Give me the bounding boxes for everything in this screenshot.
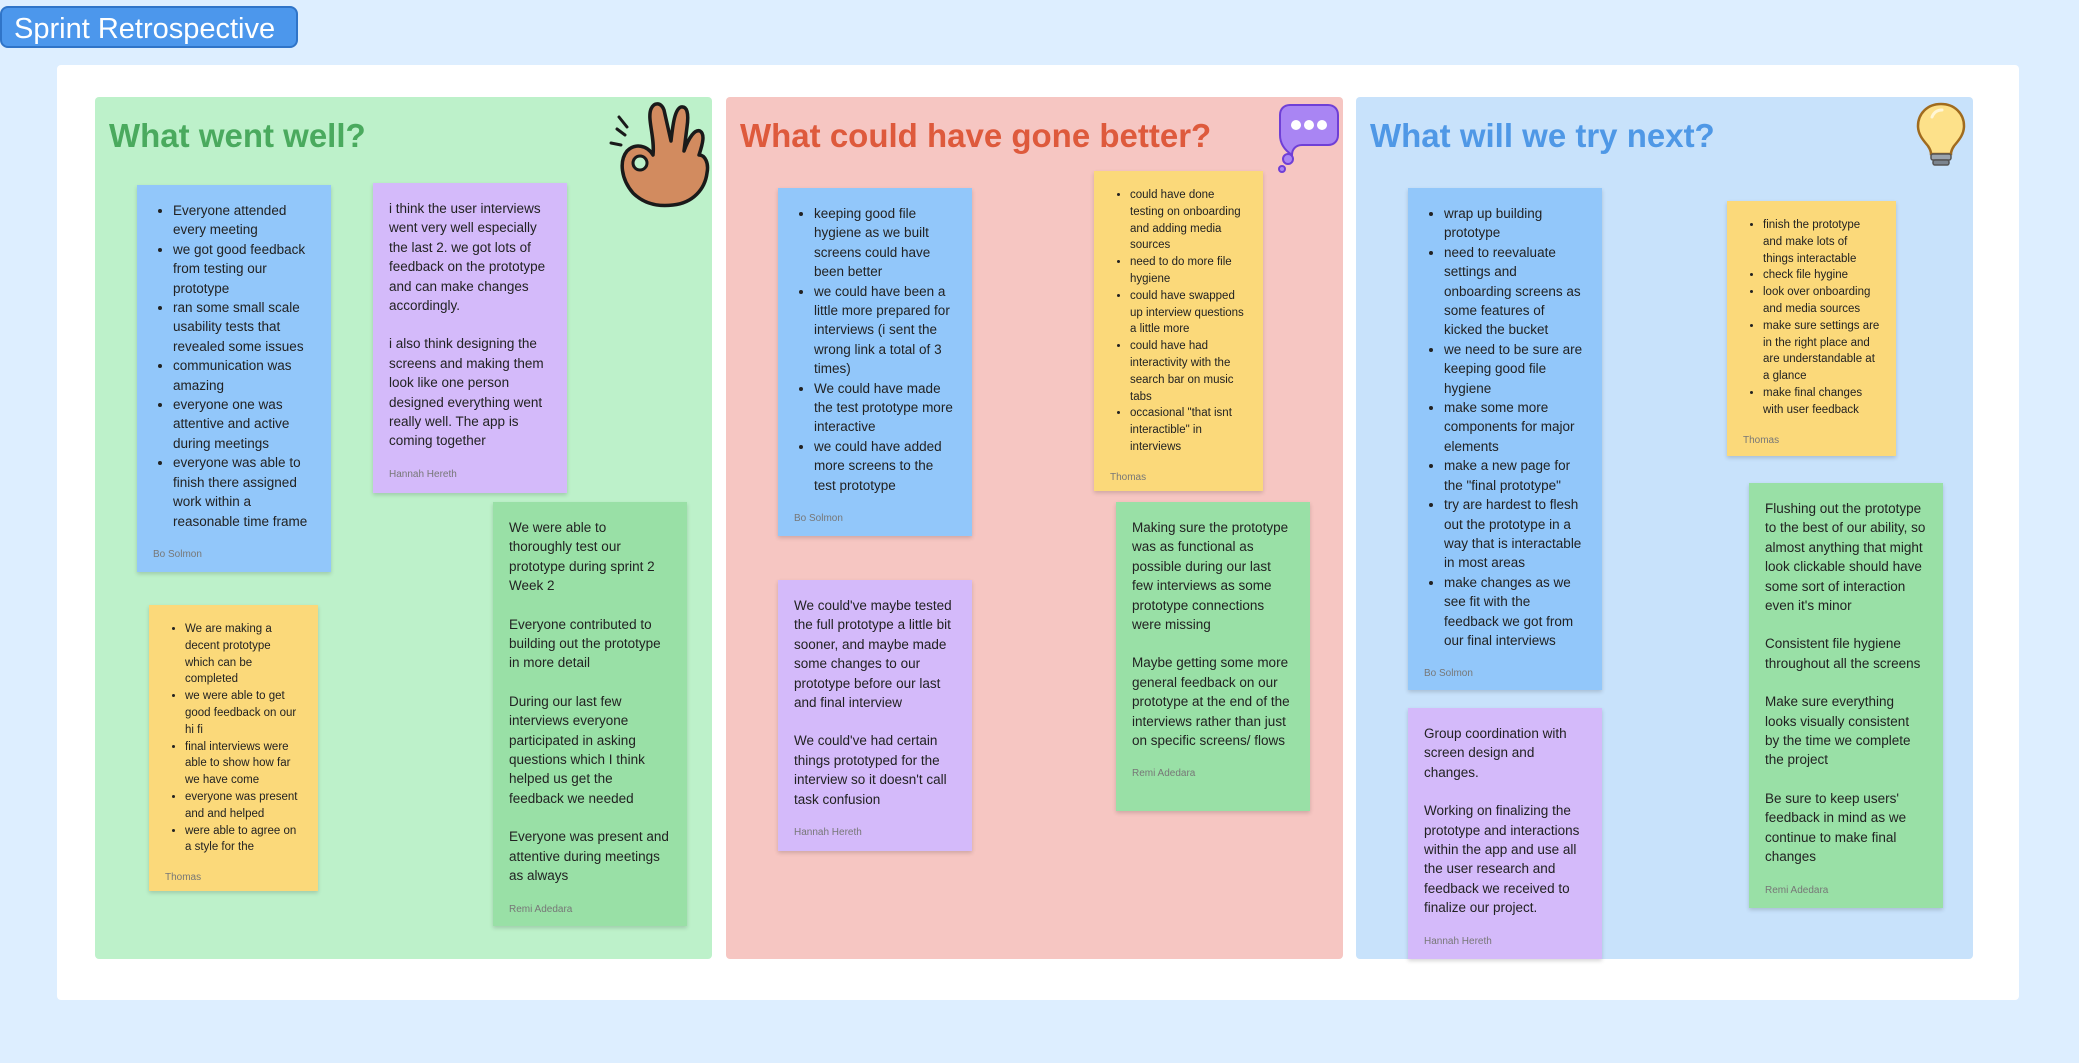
note-paragraph: Maybe getting some more general feedback… (1132, 655, 1290, 749)
note-author: Remi Adedara (509, 903, 573, 915)
list-item: could have swapped up interview question… (1130, 288, 1247, 338)
column-title[interactable]: What will we try next? (1370, 117, 1715, 154)
list-item: make sure settings are in the right plac… (1763, 318, 1880, 385)
sticky-note[interactable]: We are making a decent prototype which c… (149, 605, 318, 891)
note-author: Bo Solmon (1424, 668, 1473, 680)
sticky-note[interactable]: Group coordination with screen design an… (1408, 708, 1602, 959)
list-item: finish the prototype and make lots of th… (1763, 217, 1880, 267)
list-item: need to reevaluate settings and onboardi… (1444, 243, 1586, 340)
sticky-note[interactable]: could have done testing on onboarding an… (1094, 171, 1263, 491)
note-author: Hannah Hereth (794, 827, 862, 839)
note-paragraph: i also think designing the screens and m… (389, 336, 544, 449)
column-title[interactable]: What went well? (109, 117, 366, 154)
note-author: Hannah Hereth (1424, 935, 1492, 947)
list-item: everyone was able to finish there assign… (173, 453, 315, 531)
list-item: Everyone attended every meeting (173, 201, 315, 240)
thought-bubble-icon (1278, 104, 1339, 173)
list-item: make some more components for major elem… (1444, 398, 1586, 456)
list-item: look over onboarding and media sources (1763, 284, 1880, 318)
sticky-note[interactable]: wrap up building prototype need to reeva… (1408, 188, 1602, 690)
note-author: Thomas (165, 872, 202, 884)
list-item: We are making a decent prototype which c… (185, 621, 302, 688)
list-item: we got good feedback from testing our pr… (173, 240, 315, 298)
note-paragraph: Make sure everything looks visually cons… (1765, 694, 1911, 768)
list-item: could have done testing on onboarding an… (1130, 187, 1247, 254)
note-paragraph: We were able to thoroughly test our prot… (509, 520, 655, 594)
list-item: communication was amazing (173, 356, 315, 395)
column-went-well: What went well? Everyone attended every … (95, 97, 712, 959)
list-item: final interviews were able to show how f… (185, 739, 302, 789)
note-author: Hannah Hereth (389, 468, 457, 480)
note-paragraph: Be sure to keep users' feedback in mind … (1765, 790, 1907, 865)
list-item: occasional "that isnt interactible" in i… (1130, 405, 1247, 455)
note-paragraph: Everyone contributed to building out the… (509, 616, 661, 671)
note-paragraph: Making sure the prototype was as functio… (1132, 520, 1289, 633)
sticky-note[interactable]: i think the user interviews went very we… (373, 183, 567, 493)
list-item: We could have made the test prototype mo… (814, 379, 956, 437)
list-item: we were able to get good feedback on our… (185, 688, 302, 738)
list-item: keeping good file hygiene as we built sc… (814, 204, 956, 282)
list-item: make changes as we see fit with the feed… (1444, 573, 1586, 651)
list-item: we could have added more screens to the … (814, 437, 956, 495)
list-item: we need to be sure are keeping good file… (1444, 340, 1586, 398)
list-item: ran some small scale usability tests tha… (173, 298, 315, 356)
list-item: check file hygine (1763, 267, 1880, 284)
sticky-note[interactable]: We could've maybe tested the full protot… (778, 580, 972, 851)
note-author: Thomas (1110, 471, 1147, 483)
list-item: make final changes with user feedback (1763, 385, 1880, 419)
list-item: need to do more file hygiene (1130, 254, 1247, 288)
list-item: try are hardest to flesh out the prototy… (1444, 495, 1586, 573)
list-item: wrap up building prototype (1444, 204, 1586, 243)
note-paragraph: Everyone was present and attentive durin… (509, 829, 669, 884)
column-could-be-better: What could have gone better? keeping goo… (726, 97, 1343, 959)
note-paragraph: During our last few interviews everyone … (509, 693, 645, 806)
note-author: Bo Solmon (794, 513, 843, 525)
note-paragraph: Working on finalizing the prototype and … (1424, 803, 1580, 916)
light-bulb-icon (1916, 102, 1966, 166)
sticky-note[interactable]: Everyone attended every meeting we got g… (137, 185, 331, 572)
sticky-note[interactable]: Flushing out the prototype to the best o… (1749, 483, 1943, 908)
note-author: Remi Adedara (1132, 768, 1196, 780)
note-paragraph: We could've maybe tested the full protot… (794, 598, 952, 711)
list-item: make a new page for the "final prototype… (1444, 456, 1586, 495)
ok-hand-icon (609, 102, 710, 208)
list-item: we could have been a little more prepare… (814, 282, 956, 379)
column-title[interactable]: What could have gone better? (740, 117, 1212, 154)
sticky-note[interactable]: keeping good file hygiene as we built sc… (778, 188, 972, 536)
note-paragraph: i think the user interviews went very we… (389, 201, 546, 314)
list-item: everyone was present and and helped (185, 789, 302, 823)
note-paragraph: Flushing out the prototype to the best o… (1765, 501, 1926, 614)
list-item: could have had interactivity with the se… (1130, 338, 1247, 405)
column-try-next: What will we try next? wrap up building … (1356, 97, 1973, 959)
sticky-note[interactable]: We were able to thoroughly test our prot… (493, 502, 687, 926)
note-author: Bo Solmon (153, 548, 202, 560)
board-title[interactable]: Sprint Retrospective (0, 6, 298, 48)
note-author: Thomas (1743, 434, 1780, 446)
note-paragraph: Consistent file hygiene throughout all t… (1765, 636, 1921, 671)
note-paragraph: Group coordination with screen design an… (1424, 726, 1567, 780)
retro-board: What went well? Everyone attended every … (57, 65, 2019, 1000)
list-item: everyone one was attentive and active du… (173, 395, 315, 453)
note-author: Remi Adedara (1765, 884, 1829, 896)
sticky-note[interactable]: Making sure the prototype was as functio… (1116, 502, 1310, 811)
sticky-note[interactable]: finish the prototype and make lots of th… (1727, 201, 1896, 456)
list-item: were able to agree on a style for the (185, 823, 302, 857)
note-paragraph: We could've had certain things prototype… (794, 733, 947, 807)
